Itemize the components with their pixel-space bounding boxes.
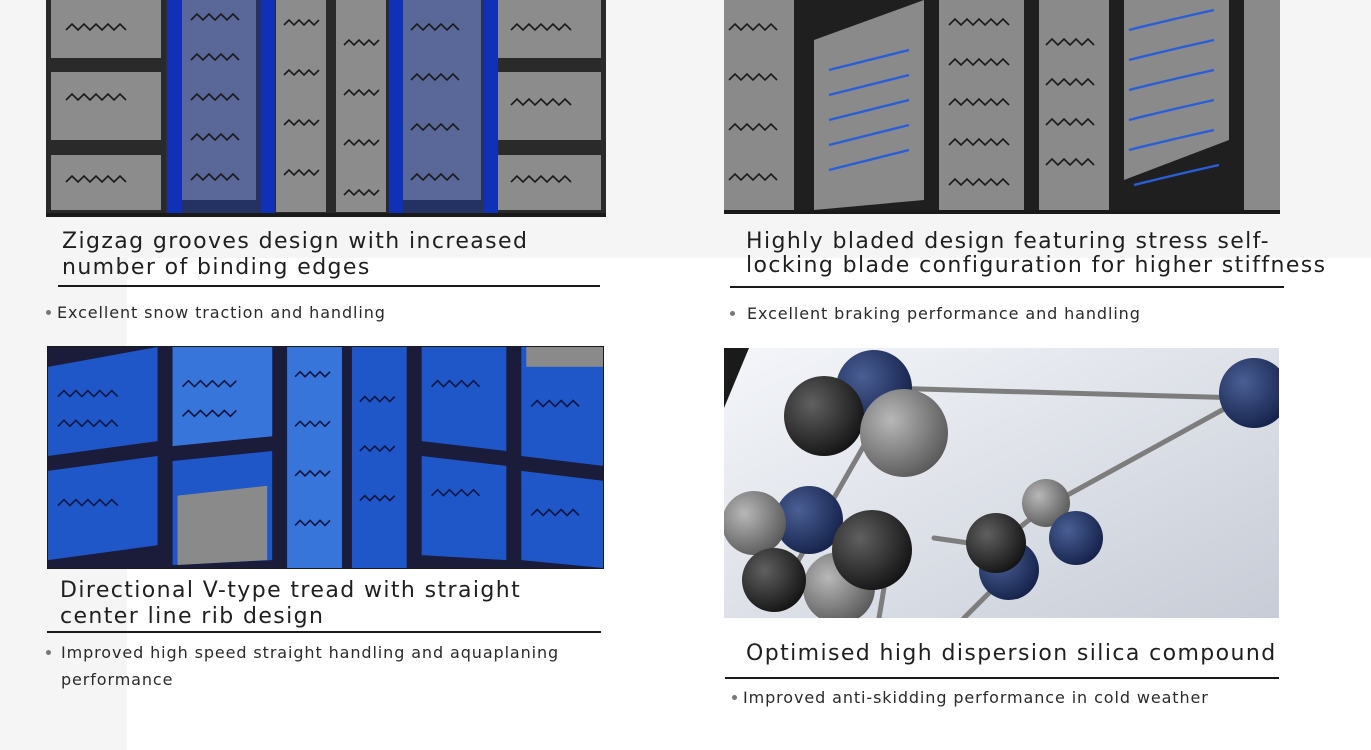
bullet-dot-icon bbox=[730, 311, 735, 316]
bullet-dot-icon bbox=[732, 695, 737, 700]
feature-title-zigzag: Zigzag grooves design with increased num… bbox=[62, 229, 529, 280]
feature-title-silica: Optimised high dispersion silica compoun… bbox=[746, 641, 1277, 666]
feature-divider-zigzag bbox=[58, 285, 600, 287]
feature-bullet-directional: Improved high speed straight handling an… bbox=[46, 639, 606, 693]
bladed-tread-image bbox=[724, 0, 1280, 214]
feature-bullet-silica: Improved anti-skidding performance in co… bbox=[732, 684, 1292, 711]
bullet-dot-icon bbox=[46, 310, 51, 315]
feature-bullet-zigzag: Excellent snow traction and handling bbox=[46, 299, 606, 326]
directional-tread-image bbox=[47, 346, 604, 569]
bullet-dot-icon bbox=[46, 650, 51, 655]
feature-divider-silica bbox=[725, 677, 1279, 679]
feature-title-directional: Directional V-type tread with straight c… bbox=[60, 578, 522, 629]
silica-molecule-image bbox=[724, 348, 1279, 618]
zigzag-groove-tread-image bbox=[46, 0, 606, 217]
feature-bullet-bladed: Excellent braking performance and handli… bbox=[730, 300, 1290, 327]
feature-divider-bladed bbox=[730, 286, 1284, 288]
feature-title-bladed: Highly bladed design featuring stress se… bbox=[746, 229, 1327, 278]
feature-divider-directional bbox=[47, 631, 601, 633]
